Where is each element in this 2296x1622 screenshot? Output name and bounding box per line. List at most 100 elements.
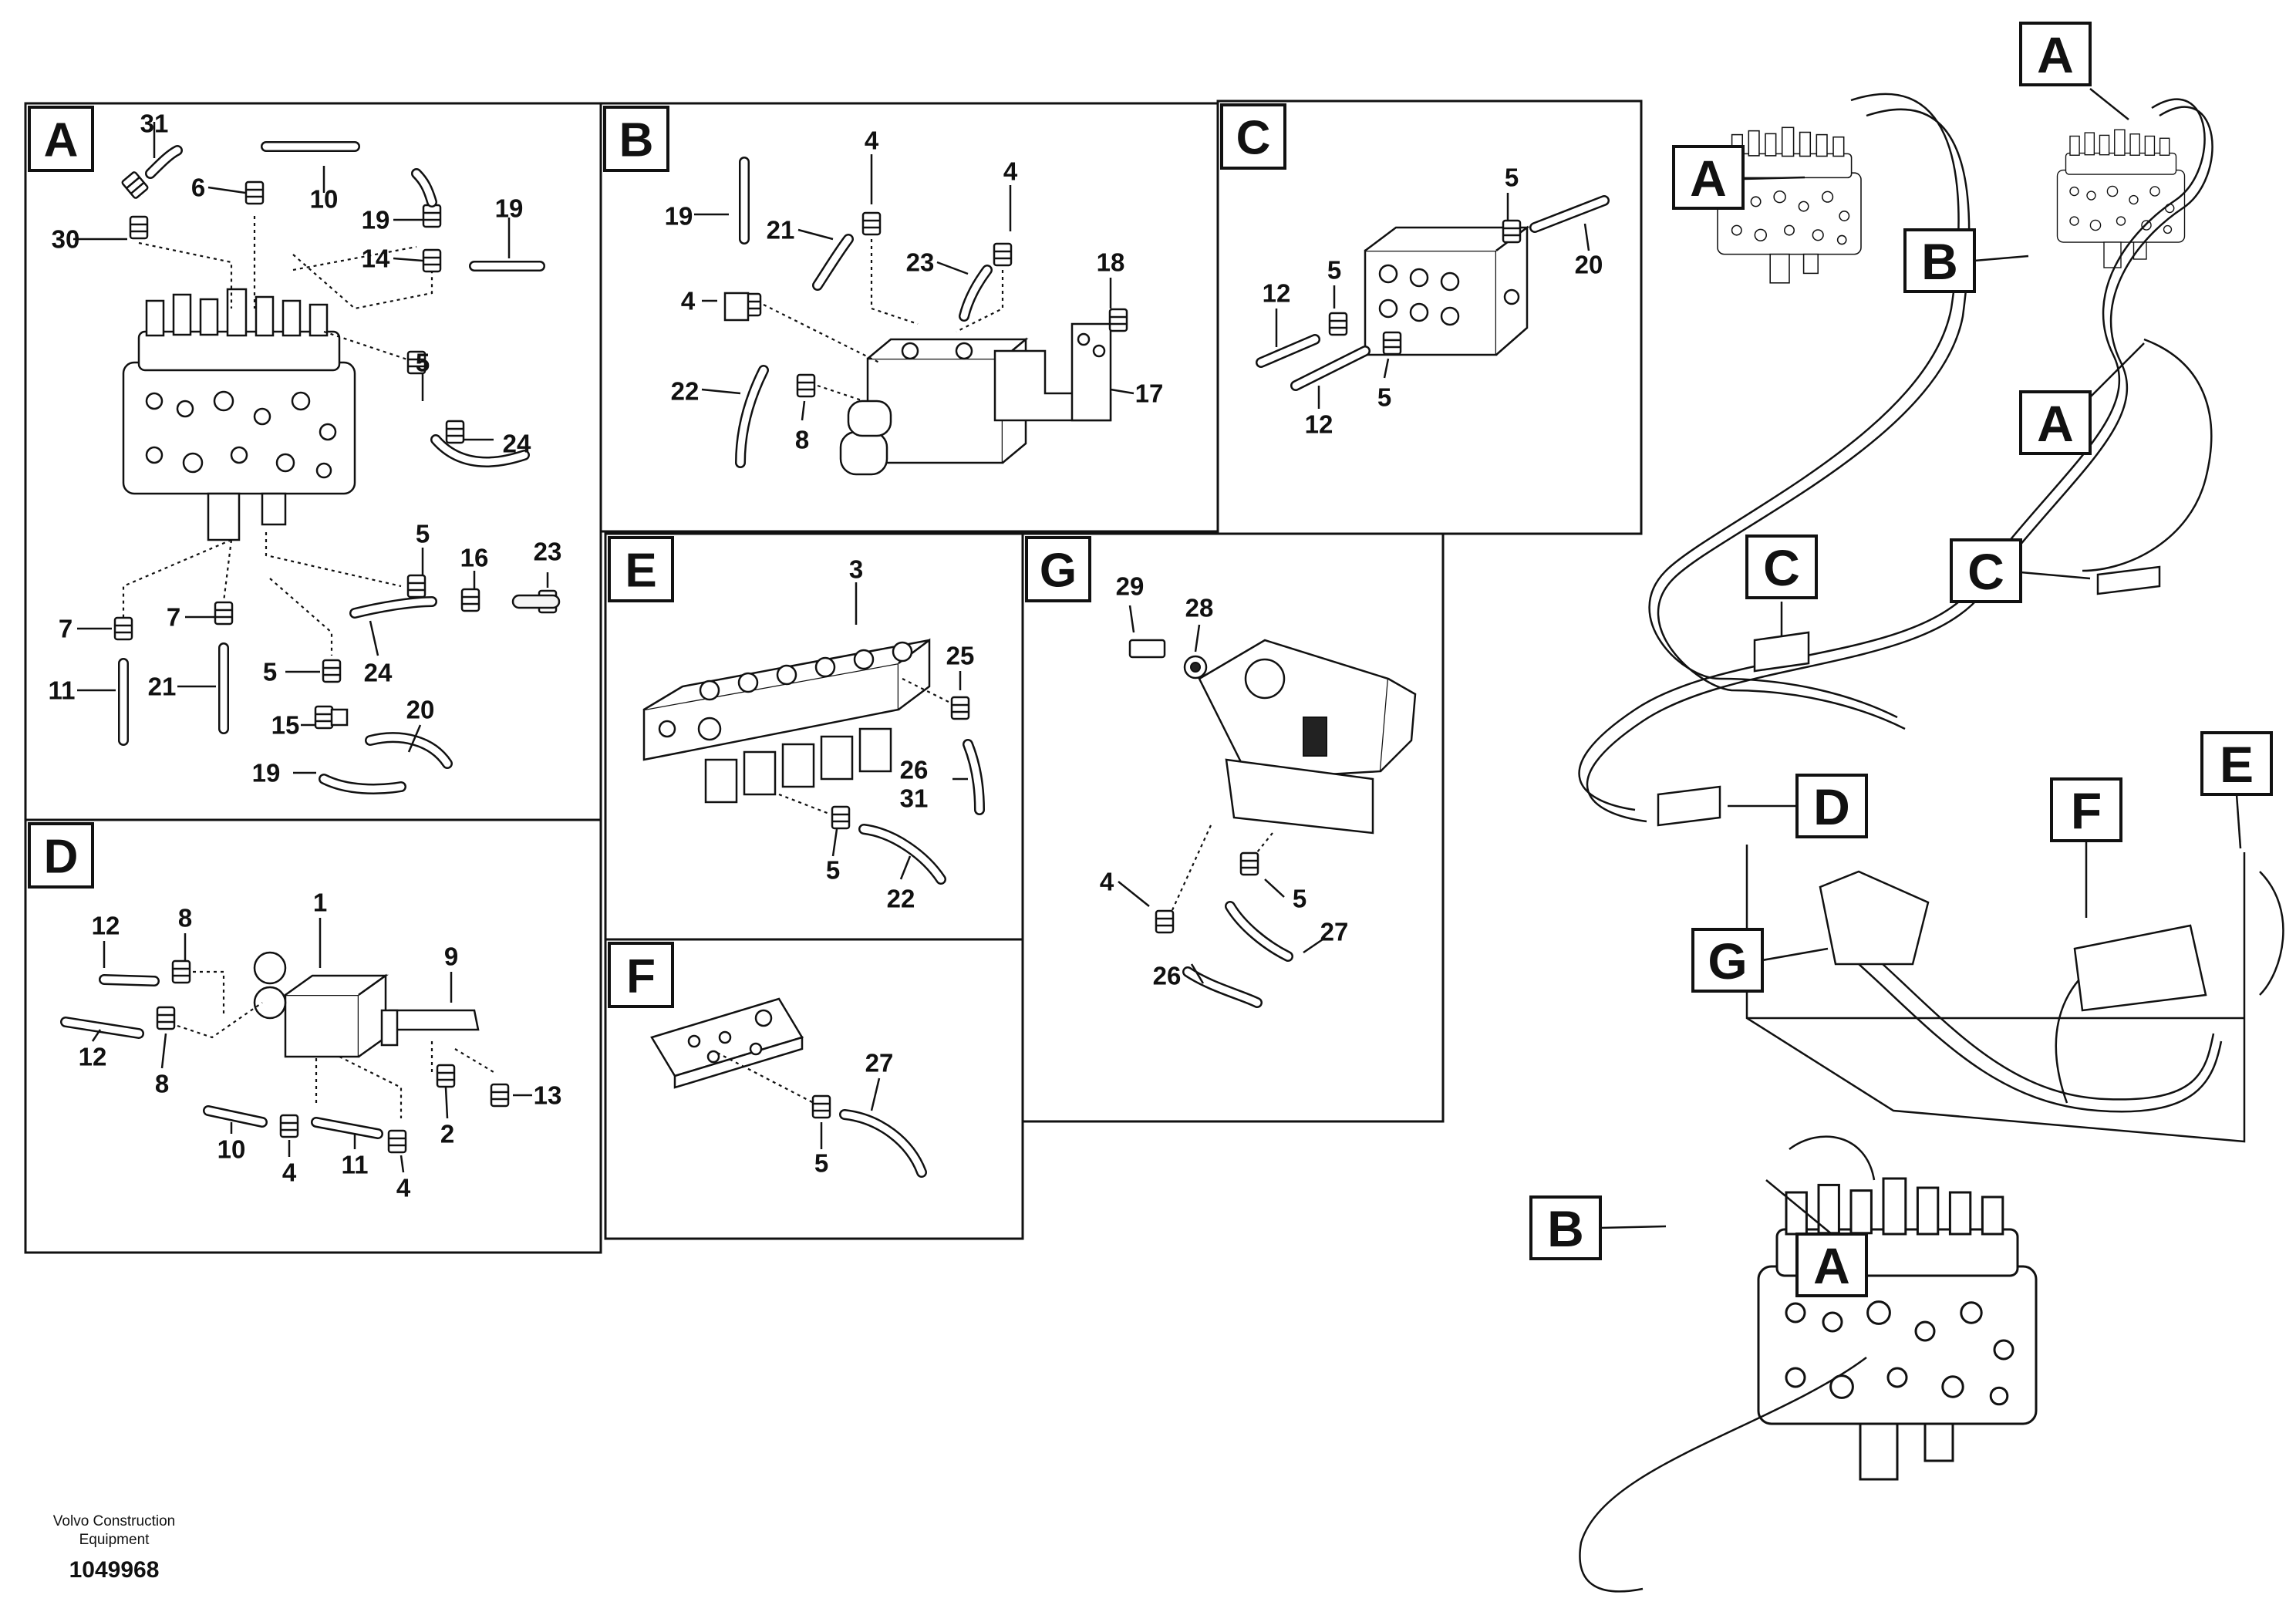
panel-letter: C: [1236, 112, 1271, 165]
part-number-label: 9: [444, 943, 458, 971]
part-number-label: 31: [140, 110, 169, 138]
callout-D: D: [1728, 774, 1868, 838]
part-number-label: 5: [416, 520, 430, 548]
panel-letter: B: [1921, 233, 1958, 290]
part-number-label: 7: [167, 603, 180, 632]
part-number-label: 20: [406, 696, 435, 724]
part-number-label: 26: [900, 756, 929, 784]
part-number-label: 5: [814, 1149, 828, 1178]
part-number-label: 12: [79, 1043, 107, 1071]
callout-B2: B: [1529, 1195, 1667, 1260]
panel-A-drawing: 31 6 10 30 19 19 14 5 24 5 16 23 7 7 24 …: [49, 110, 562, 794]
part-number-label: 19: [495, 194, 524, 223]
callout-F: F: [2050, 777, 2122, 918]
part-number-label: 27: [1320, 918, 1349, 946]
part-number-label: 8: [795, 426, 809, 454]
panel-letter: E: [625, 545, 656, 598]
panel-letter: C: [1763, 539, 1800, 596]
part-number-label: 23: [906, 248, 935, 277]
part-number-label: 23: [534, 538, 562, 566]
overview-valve-3: [1757, 1177, 2038, 1481]
panel-letter: B: [1547, 1200, 1584, 1257]
panel-B-drawing: 19 4 4 21 23 18 4 22 8 17: [665, 126, 1164, 476]
part-number-label: 2: [440, 1120, 454, 1148]
part-number-label: 4: [681, 287, 696, 315]
part-number-label: 18: [1097, 248, 1125, 277]
footer: Volvo Construction Equipment 1049968: [53, 1513, 175, 1583]
panel-G-drawing: 29 28 4 5 27 26: [1100, 572, 1417, 1008]
overview-valve-2: [2056, 129, 2186, 268]
callout-C1: C: [1745, 534, 1818, 636]
part-number-label: 19: [252, 759, 281, 787]
part-number-label: 14: [362, 244, 390, 273]
panel-C-label: C: [1220, 103, 1286, 170]
panel-C-drawing: 5 20 12 5 12 5: [1256, 164, 1610, 439]
part-number-label: 16: [460, 544, 489, 572]
part-number-label: 4: [1100, 868, 1114, 896]
panel-letter: A: [2037, 395, 2074, 452]
part-number-label: 8: [178, 904, 192, 932]
panel-letter: D: [44, 831, 79, 884]
callout-A1: A: [2019, 22, 2129, 120]
panel-letter: B: [619, 114, 654, 167]
part-number-label: 4: [1003, 157, 1018, 186]
part-number-label: 5: [826, 856, 840, 885]
part-number-label: 5: [1293, 885, 1306, 913]
panel-G-label: G: [1025, 536, 1091, 602]
panel-E-drawing: 3 25 26 31 5 22: [642, 555, 985, 913]
part-number-label: 8: [155, 1070, 169, 1098]
panel-letter: G: [1708, 932, 1747, 990]
part-number-label: 21: [767, 216, 795, 244]
part-number-label: 3: [849, 555, 863, 584]
part-number-label: 12: [92, 912, 120, 940]
part-number-label: 12: [1305, 410, 1333, 439]
part-number-label: 22: [671, 377, 700, 406]
panel-D-drawing: 12 8 1 9 12 8 2 13 10 4 11 4: [60, 889, 562, 1202]
part-number-label: 12: [1263, 279, 1291, 308]
part-number-label: 31: [900, 784, 929, 813]
callout-A2: A: [1672, 145, 1805, 210]
part-number-label: 17: [1135, 379, 1164, 408]
part-number-label: 25: [946, 642, 975, 670]
part-number-label: 5: [1327, 256, 1341, 285]
part-number-label: 29: [1116, 572, 1145, 601]
callout-E: E: [2200, 731, 2273, 849]
panel-letter: A: [2037, 26, 2074, 83]
part-number-label: 1: [313, 889, 327, 917]
panel-A-label: A: [28, 106, 94, 172]
part-number-label: 30: [52, 225, 80, 254]
panel-E-label: E: [608, 536, 674, 602]
part-number-label: 13: [534, 1081, 562, 1110]
panel-F-drawing: 27 5: [650, 997, 927, 1178]
panel-letter: A: [1690, 150, 1727, 207]
company-name-line2: Equipment: [79, 1532, 150, 1548]
part-number-label: 15: [271, 711, 300, 740]
part-number-label: 24: [503, 430, 531, 458]
part-number-label: 5: [263, 658, 277, 686]
callout-A3: A: [2019, 342, 2145, 455]
panel-letter: F: [2071, 782, 2102, 839]
part-number-label: 27: [865, 1049, 894, 1077]
part-number-label: 21: [148, 673, 177, 701]
panel-letter: A: [1813, 1237, 1850, 1294]
part-number-label: 11: [49, 676, 76, 705]
panel-D-frame: [24, 818, 602, 1254]
part-number-label: 4: [396, 1174, 411, 1202]
part-number-label: 20: [1575, 251, 1603, 279]
company-name-line1: Volvo Construction: [53, 1513, 175, 1529]
callout-C2: C: [1950, 538, 2091, 603]
part-number-label: 6: [191, 174, 205, 202]
main-control-valve: [122, 288, 356, 541]
part-number-label: 11: [342, 1151, 369, 1179]
part-number-label: 5: [1505, 164, 1519, 192]
overview-drawing: [1578, 93, 2284, 1593]
panel-D-label: D: [28, 822, 94, 889]
panel-G-frame: [1021, 532, 1445, 1123]
callout-B1: B: [1903, 228, 2029, 293]
part-number-label: 10: [217, 1135, 246, 1164]
part-number-label: 4: [865, 126, 879, 155]
part-number-label: 10: [310, 185, 339, 214]
panel-letter: D: [1813, 778, 1850, 835]
panel-B-label: B: [603, 106, 669, 172]
